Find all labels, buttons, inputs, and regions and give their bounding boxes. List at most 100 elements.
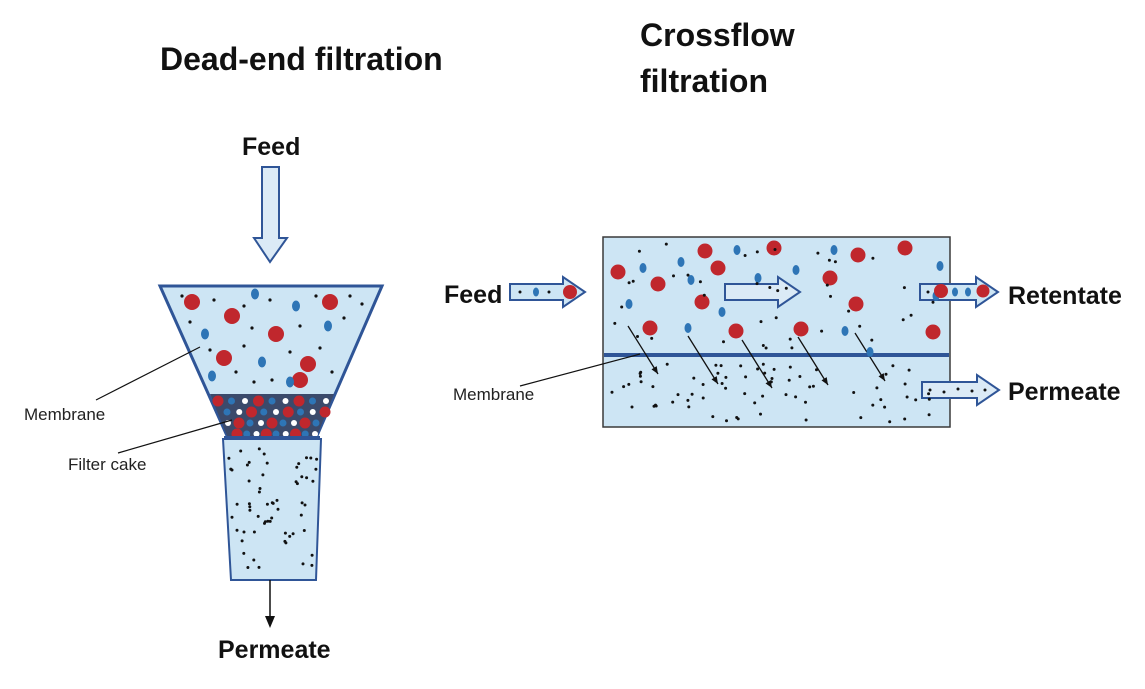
solvent-dot — [720, 382, 724, 385]
solvent-dot — [247, 502, 251, 506]
solvent-dot — [763, 371, 767, 375]
solvent-dot — [833, 260, 837, 264]
cake-small-particle — [243, 430, 251, 438]
solvent-dot — [665, 362, 669, 366]
cake-large-particle — [246, 406, 257, 418]
solvent-dot — [239, 449, 243, 453]
solvent-dot — [871, 256, 875, 260]
solvent-dot — [288, 350, 292, 354]
dead-end-permeate-label: Permeate — [218, 636, 331, 664]
solvent-dot — [827, 258, 831, 262]
solvent-dot — [314, 294, 318, 298]
solvent-dot — [311, 479, 315, 483]
cake-large-particle — [299, 417, 311, 429]
solvent-dot — [942, 390, 946, 394]
solvent-dot — [724, 375, 728, 379]
solvent-dot — [902, 286, 906, 290]
solvent-dot — [230, 515, 234, 519]
solvent-dot — [638, 374, 642, 378]
cake-void — [282, 398, 289, 404]
solvent-dot — [772, 367, 776, 371]
permeation-arrowhead — [878, 373, 885, 381]
cake-small-particle — [272, 430, 280, 438]
solvent-dot — [234, 370, 238, 374]
solvent-dot — [305, 476, 309, 480]
solvent-dot — [294, 480, 298, 484]
solvent-dot — [756, 367, 760, 371]
cake-void — [253, 431, 260, 437]
small-particle — [201, 328, 209, 340]
small-particle — [754, 273, 762, 283]
solvent-dot — [798, 375, 802, 378]
solvent-dot — [928, 388, 932, 392]
small-particle — [286, 376, 294, 388]
solvent-dot — [686, 398, 690, 402]
large-particle — [850, 247, 866, 263]
solvent-dot — [787, 378, 791, 382]
solvent-dot — [229, 467, 233, 471]
solvent-dot — [257, 565, 261, 569]
crossflow-internal-arrow — [724, 275, 802, 309]
small-particle — [625, 299, 633, 309]
crossflow-module — [602, 236, 951, 428]
solvent-dot — [724, 386, 728, 390]
solvent-dot — [252, 380, 256, 384]
solvent-dot — [829, 294, 832, 298]
solvent-dot — [248, 505, 252, 509]
solvent-dot — [240, 539, 244, 543]
dead-end-title: Dead-end filtration — [160, 41, 443, 77]
solvent-dot — [743, 392, 747, 396]
solvent-dot — [265, 461, 269, 465]
solvent-dot — [768, 286, 772, 289]
small-particle — [687, 275, 695, 285]
large-particle — [650, 276, 666, 292]
solvent-dot — [268, 519, 272, 523]
permeation-arrow-line — [741, 339, 773, 389]
cake-small-particle — [223, 408, 231, 416]
solvent-dot — [858, 324, 862, 328]
solvent-dot — [310, 563, 314, 567]
solvent-dot — [637, 249, 641, 253]
cake-void — [291, 420, 297, 426]
solvent-dot — [739, 364, 743, 368]
solvent-dot — [686, 273, 690, 277]
solvent-dot — [257, 490, 261, 494]
solvent-dot — [242, 304, 246, 308]
solvent-dot — [701, 383, 705, 386]
solvent-dot — [970, 389, 974, 393]
solvent-dot — [639, 370, 643, 374]
solvent-dot — [654, 403, 657, 407]
solvent-dot — [547, 290, 551, 294]
solvent-dot — [753, 401, 757, 405]
solvent-dot — [631, 279, 635, 283]
solvent-dot — [330, 370, 334, 374]
solvent-dot — [788, 365, 792, 369]
solvent-dot — [903, 382, 907, 386]
large-particle — [610, 264, 626, 280]
solvent-dot — [342, 316, 346, 320]
solvent-dot — [252, 558, 256, 562]
crossflow-permeate-label: Permeate — [1008, 378, 1121, 406]
large-particle — [184, 294, 200, 310]
solvent-dot — [914, 398, 918, 402]
solvent-dot — [870, 338, 874, 342]
small-particle — [830, 245, 838, 255]
solvent-dot — [871, 403, 875, 407]
solvent-dot — [301, 562, 305, 566]
solvent-dot — [794, 395, 798, 399]
solvent-dot — [288, 534, 292, 538]
solvent-dot — [295, 465, 299, 469]
small-particle — [965, 287, 971, 297]
solvent-dot — [701, 396, 705, 400]
permeation-arrow-line — [797, 336, 829, 386]
solvent-dot — [248, 508, 252, 512]
solvent-dot — [227, 456, 231, 460]
solvent-dot — [926, 290, 930, 294]
arrow-particles — [518, 284, 990, 394]
cake-large-particle — [233, 417, 245, 429]
solvent-dot — [735, 416, 739, 419]
solvent-dot — [879, 398, 883, 402]
large-particle — [766, 240, 782, 256]
large-particle — [822, 270, 838, 286]
